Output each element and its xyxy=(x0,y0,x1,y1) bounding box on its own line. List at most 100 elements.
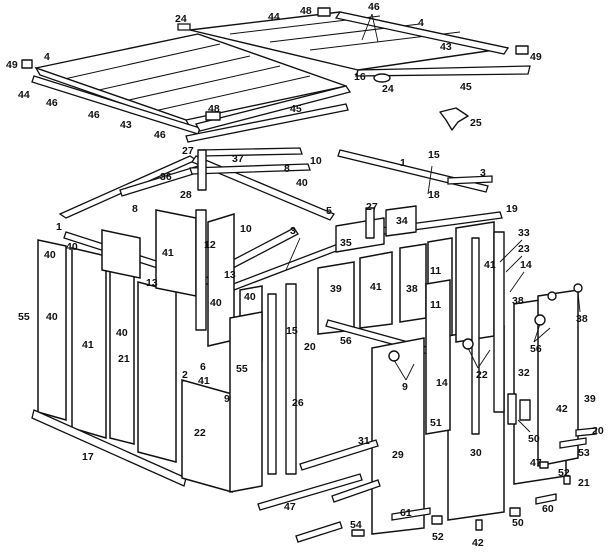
bracket-60 xyxy=(509,507,521,517)
callout-label: 27 xyxy=(182,145,194,157)
callout-label: 4 xyxy=(44,51,50,63)
callout-label: 61 xyxy=(400,507,412,519)
callout-layer: 24 44 48 46 4 43 49 16 24 45 4 49 44 46 … xyxy=(6,1,604,549)
callout-label: 49 xyxy=(6,59,18,71)
callout-label: 38 xyxy=(576,313,588,325)
callout-label: 60 xyxy=(542,503,554,515)
door-jamb-33 xyxy=(471,237,480,435)
leader-line xyxy=(477,349,491,369)
callout-label: 17 xyxy=(82,451,94,463)
corner-cap-49 xyxy=(21,59,33,69)
latch-51 xyxy=(519,399,531,421)
callout-label: 20 xyxy=(304,341,316,353)
callout-label: 19 xyxy=(506,203,518,215)
callout-label: 28 xyxy=(180,189,192,201)
leader-line xyxy=(361,13,373,41)
leader-line xyxy=(427,165,433,195)
left-roof-side-trim xyxy=(195,85,352,132)
left-roof-seam xyxy=(119,65,281,103)
left-roof-seam xyxy=(59,43,221,81)
callout-label: 45 xyxy=(290,103,302,115)
post-27 xyxy=(197,149,207,191)
callout-label: 38 xyxy=(512,295,524,307)
door-jamb-38 xyxy=(493,231,505,413)
callout-label: 40 xyxy=(210,297,222,309)
callout-label: 1 xyxy=(56,221,62,233)
hinge-56b xyxy=(534,314,546,326)
hinge-55b xyxy=(547,291,557,301)
corner-cap-49b xyxy=(515,45,529,55)
callout-label: 20 xyxy=(592,425,604,437)
right-roof-eave-trim xyxy=(355,65,531,77)
clip-52b xyxy=(475,519,483,531)
wall-panel-40b xyxy=(137,281,177,463)
callout-label: 50 xyxy=(528,433,540,445)
sill-rail-20 xyxy=(31,409,187,487)
callout-label: 16 xyxy=(354,71,366,83)
wall-panel-38 xyxy=(37,239,67,421)
corner-cap-48b xyxy=(317,7,331,17)
hinge-56a xyxy=(462,338,474,350)
left-roof-seam xyxy=(89,55,251,93)
callout-label: 40 xyxy=(66,241,78,253)
callout-label: 42 xyxy=(472,537,484,549)
floor-parts xyxy=(257,427,597,543)
callout-label: 52 xyxy=(432,531,444,543)
wall-panel-41 xyxy=(109,259,135,445)
leader-line xyxy=(393,359,407,381)
callout-label: 36 xyxy=(160,171,172,183)
leader-line xyxy=(505,255,523,273)
callout-label: 55 xyxy=(236,363,248,375)
callout-label: 47 xyxy=(284,501,296,513)
callout-label: 56 xyxy=(530,343,542,355)
left-roof-assembly xyxy=(21,33,352,143)
callout-label: 41 xyxy=(370,281,382,293)
leader-lines xyxy=(285,13,581,433)
callout-label: 41 xyxy=(198,375,210,387)
front-panel-41 xyxy=(229,311,263,493)
callout-label: 31 xyxy=(358,435,370,447)
callout-label: 46 xyxy=(88,109,100,121)
callout-label: 48 xyxy=(300,5,312,17)
bracket-54 xyxy=(431,515,443,525)
floor-rail-21 xyxy=(257,473,363,511)
callout-label: 47 xyxy=(530,457,542,469)
callout-label: 18 xyxy=(428,189,440,201)
callout-label: 41 xyxy=(162,247,174,259)
callout-label: 15 xyxy=(286,325,298,337)
callout-label: 3 xyxy=(290,225,296,237)
leader-line xyxy=(499,239,523,263)
hinge-55c xyxy=(573,283,583,293)
callout-label: 24 xyxy=(382,83,394,95)
callout-label: 51 xyxy=(430,417,442,429)
callout-label: 22 xyxy=(194,427,206,439)
clip-52 xyxy=(563,475,571,485)
callout-label: 6 xyxy=(200,361,206,373)
side-panel-40 xyxy=(425,279,451,435)
callout-label: 23 xyxy=(518,243,530,255)
callout-label: 35 xyxy=(340,237,352,249)
corner-cap-24b xyxy=(373,73,391,83)
callout-label: 8 xyxy=(284,163,290,175)
callout-label: 10 xyxy=(310,155,322,167)
left-wall xyxy=(31,209,207,487)
callout-label: 54 xyxy=(350,519,362,531)
callout-label: 22 xyxy=(476,369,488,381)
callout-label: 32 xyxy=(518,367,530,379)
callout-label: 9 xyxy=(402,381,408,393)
callout-label: 27 xyxy=(366,201,378,213)
callout-label: 37 xyxy=(232,153,244,165)
callout-label: 14 xyxy=(520,259,532,271)
leader-line xyxy=(533,327,551,343)
callout-label: 9 xyxy=(224,393,230,405)
callout-label: 8 xyxy=(132,203,138,215)
callout-label: 13 xyxy=(224,269,236,281)
callout-label: 14 xyxy=(436,377,448,389)
callout-label: 38 xyxy=(406,283,418,295)
wall-panel-40c xyxy=(101,229,141,279)
leader-line xyxy=(467,347,479,369)
leader-line xyxy=(533,323,541,343)
trim-3 xyxy=(447,175,493,185)
right-roof-ridge-trim xyxy=(334,11,510,55)
